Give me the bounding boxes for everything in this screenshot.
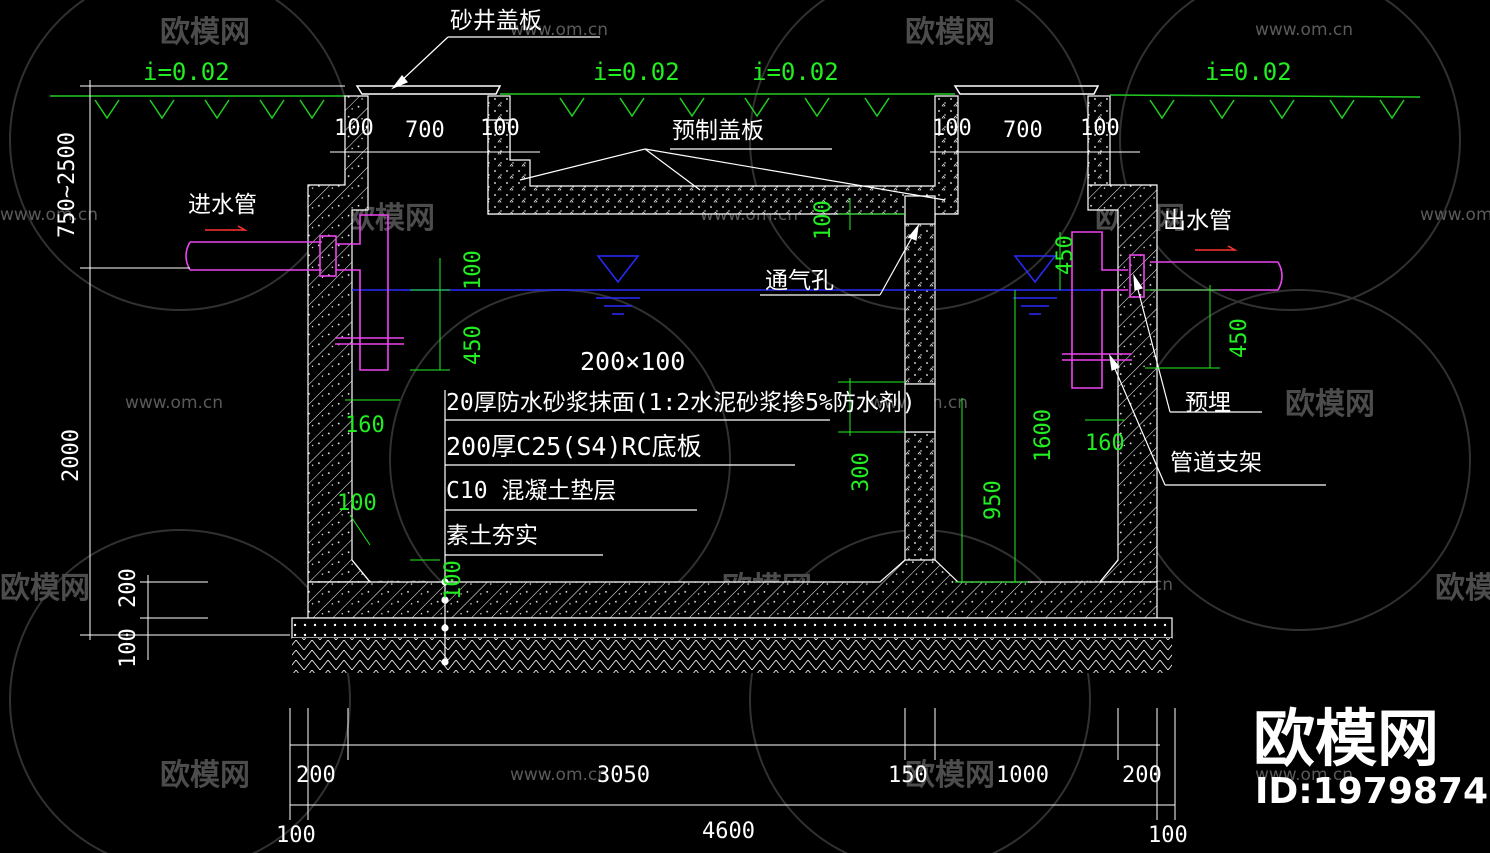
watermark-brand: 欧模网 — [160, 758, 250, 793]
dim-bottom-1000: 1000 — [996, 763, 1049, 788]
dim-total-4600: 4600 — [702, 819, 755, 844]
watermark-url: www.om.cn — [0, 205, 98, 225]
label-pipe-support: 管道支架 — [1170, 450, 1262, 476]
dim-height-100: 100 — [116, 628, 141, 668]
watermark-id: ID:1979874 — [1255, 771, 1488, 812]
slope-label: i=0.02 — [143, 58, 230, 86]
watermark-url: www.om.cn — [510, 20, 608, 40]
dim-weir-1600: 1600 — [1031, 409, 1056, 462]
annotation-labels: 砂井盖板 预制盖板 进水管 出水管 通气孔 预埋 管道支架 200×100 20… — [188, 8, 1262, 549]
dim-text: 100 — [932, 116, 972, 141]
dimension-texts: 100 700 100 100 700 100 750~2500 2000 20… — [55, 116, 1188, 848]
dim-vent-300: 300 — [849, 452, 874, 492]
label-layer-2: 200厚C25(S4)RC底板 — [446, 432, 702, 461]
green-dimension-lines — [345, 198, 1220, 583]
dim-text: 100 — [1080, 116, 1120, 141]
label-embedded: 预埋 — [1185, 390, 1231, 416]
watermark-brand: 欧模网 — [0, 571, 90, 606]
dim-inlet-160: 160 — [345, 413, 385, 438]
ground-surface — [50, 93, 1421, 120]
dim-text: 100 — [334, 116, 374, 141]
watermark-brand: 欧模网 — [160, 15, 250, 50]
watermark-url: www.om.cn — [510, 765, 608, 785]
watermark-brand: 欧模网 — [1435, 571, 1490, 606]
dim-inlet-450: 450 — [461, 325, 486, 365]
baffle-wall-lower — [904, 431, 936, 563]
label-layer-3: C10 混凝土垫层 — [446, 478, 616, 504]
watermark-brand: 欧模网 — [905, 758, 995, 793]
label-layer-4: 素土夯实 — [446, 523, 538, 549]
precast-cover-slab — [487, 95, 959, 215]
water-level — [352, 255, 1118, 315]
dim-outlet-160: 160 — [1085, 431, 1125, 456]
dim-inlet-100: 100 — [461, 250, 486, 290]
flow-arrows — [205, 225, 1238, 251]
slope-label: i=0.02 — [593, 58, 680, 86]
dim-depth-range: 750~2500 — [55, 132, 80, 238]
dim-bottom-3050: 3050 — [597, 763, 650, 788]
watermark-url: www.om.cn — [125, 393, 223, 413]
label-vent-size: 200×100 — [580, 347, 685, 376]
slope-label: i=0.02 — [752, 58, 839, 86]
label-layer-1: 20厚防水砂浆抹面(1:2水泥砂浆掺5%防水剂) — [446, 390, 916, 416]
dim-wall-100: 100 — [337, 491, 377, 516]
dim-height-2000: 2000 — [59, 429, 84, 482]
vent-openings — [904, 195, 936, 433]
label-precast-cover: 预制盖板 — [672, 118, 764, 144]
watermark-url: www.om.cn — [1255, 20, 1353, 40]
watermark-brand: 欧模网 — [1285, 387, 1375, 422]
watermark-url: www.om.cn — [1420, 205, 1490, 225]
dim-outlet-450-upper: 450 — [1053, 235, 1078, 275]
right-wall — [1087, 184, 1158, 583]
label-outlet-pipe: 出水管 — [1163, 208, 1232, 234]
watermark-corner: 欧模网 ID:1979874 — [1253, 702, 1488, 812]
watermark-brand: 欧模网 — [905, 15, 995, 50]
leader-lines — [391, 36, 1326, 666]
dim-text: 700 — [1003, 118, 1043, 143]
dim-bottom-100-left: 100 — [276, 823, 316, 848]
dim-text: 700 — [405, 118, 445, 143]
label-sand-well-cover: 砂井盖板 — [450, 8, 542, 34]
watermark-corner-brand: 欧模网 — [1253, 702, 1439, 775]
dim-height-200: 200 — [116, 568, 141, 608]
right-riser-wall — [1087, 95, 1111, 197]
watermark-url: www.om.cn — [1255, 765, 1353, 785]
compacted-soil — [292, 638, 1172, 673]
floor-slab — [307, 559, 1158, 619]
label-vent-hole: 通气孔 — [765, 268, 834, 294]
outlet-pipe — [1150, 261, 1283, 291]
dim-bottom-200-left: 200 — [296, 763, 336, 788]
slope-label: i=0.02 — [1205, 58, 1292, 86]
dim-floor-100: 100 — [441, 560, 466, 600]
dim-text: 100 — [480, 116, 520, 141]
dim-bottom-100-right: 100 — [1148, 823, 1188, 848]
green-dimension-texts: 100 450 160 100 100 100 300 950 1600 450… — [337, 200, 1252, 600]
dimension-lines — [80, 80, 1176, 820]
dim-vent-100: 100 — [811, 200, 836, 240]
tank-structure — [291, 95, 1173, 673]
dim-outlet-450-lower: 450 — [1227, 318, 1252, 358]
label-inlet-pipe: 进水管 — [188, 192, 257, 218]
dim-weir-950: 950 — [981, 480, 1006, 520]
baffle-wall — [904, 213, 936, 385]
inlet-pipe — [185, 241, 322, 271]
c10-bedding — [291, 617, 1173, 639]
cover-plates — [355, 85, 1100, 95]
dim-bottom-150: 150 — [888, 763, 928, 788]
dim-bottom-200-right: 200 — [1122, 763, 1162, 788]
slope-labels: i=0.02 i=0.02 i=0.02 i=0.02 — [143, 58, 1292, 86]
